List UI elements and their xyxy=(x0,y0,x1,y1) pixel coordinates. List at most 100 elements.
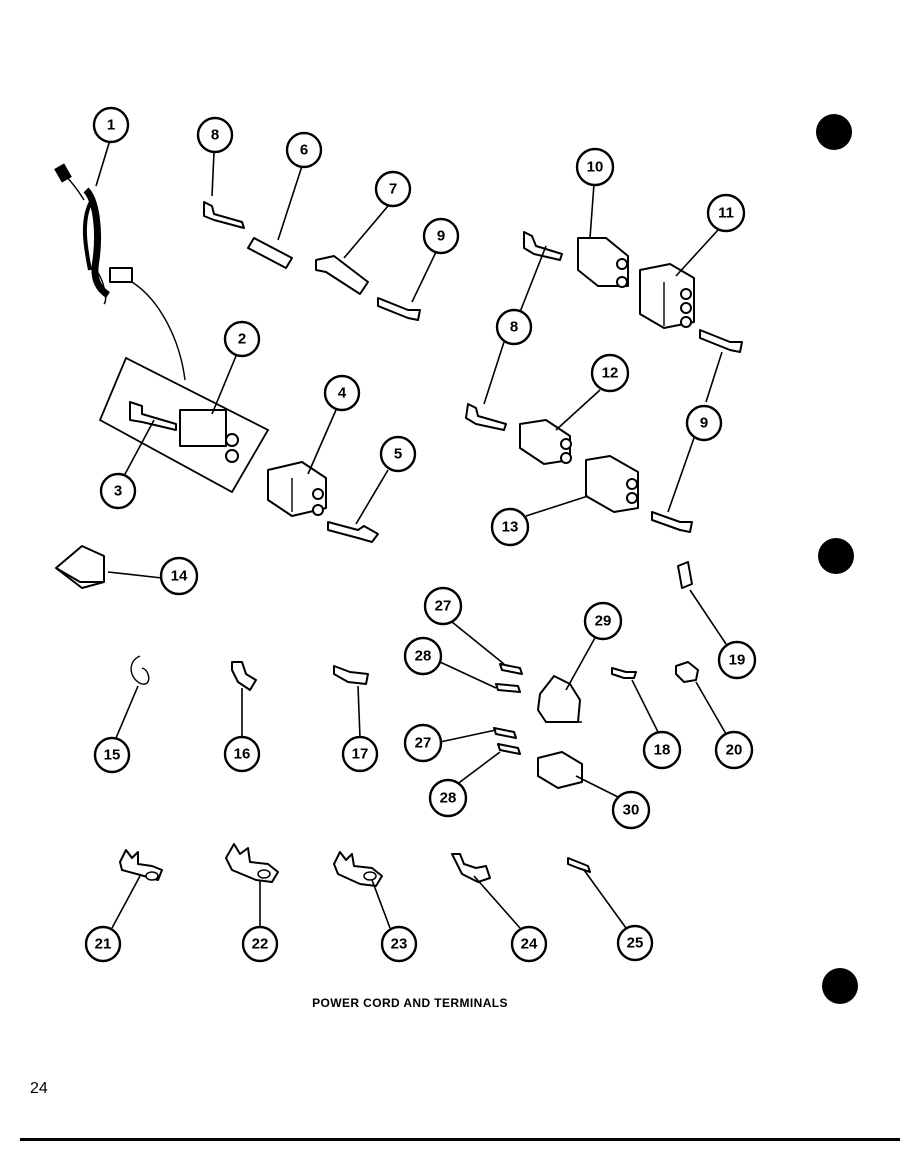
callout-part-7: 7 xyxy=(374,170,412,208)
wire-loop-part-15 xyxy=(130,655,150,685)
terminal-part-27-lower xyxy=(493,727,517,739)
callout-part-20: 20 xyxy=(714,730,754,770)
callout-part-13: 13 xyxy=(490,507,530,547)
terminal-part-25 xyxy=(567,857,591,873)
svg-text:15: 15 xyxy=(104,747,121,764)
connector-housing-part-29 xyxy=(537,675,582,723)
svg-text:12: 12 xyxy=(602,365,619,382)
connector-housing-part-30 xyxy=(537,751,583,789)
callout-part-21: 21 xyxy=(84,925,122,963)
callout-part-27-lower: 27 xyxy=(403,723,443,763)
callout-part-6: 6 xyxy=(285,131,323,169)
callout-part-14: 14 xyxy=(159,556,199,596)
svg-text:19: 19 xyxy=(729,652,746,669)
connector-housing-part-4 xyxy=(267,461,327,517)
terminal-part-5 xyxy=(327,521,379,543)
callout-part-12: 12 xyxy=(590,353,630,393)
terminal-part-28-upper xyxy=(495,683,521,693)
svg-text:25: 25 xyxy=(627,935,644,952)
svg-text:3: 3 xyxy=(114,483,122,500)
svg-text:8: 8 xyxy=(510,319,518,336)
callout-part-16: 16 xyxy=(223,735,261,773)
callout-part-24: 24 xyxy=(510,925,548,963)
callout-part-17: 17 xyxy=(341,735,379,773)
svg-text:1: 1 xyxy=(107,117,115,134)
svg-text:9: 9 xyxy=(700,415,708,432)
terminal-part-28-lower xyxy=(497,743,521,755)
connector-sleeve-part-7 xyxy=(315,255,369,295)
callout-part-2: 2 xyxy=(223,320,261,358)
power-cord-part-1 xyxy=(54,163,186,381)
callout-part-28-lower: 28 xyxy=(428,778,468,818)
svg-text:20: 20 xyxy=(726,742,743,759)
terminal-part-9-right-bottom xyxy=(651,511,693,533)
callout-part-18: 18 xyxy=(642,730,682,770)
terminal-part-16 xyxy=(231,661,257,691)
svg-text:9: 9 xyxy=(437,228,445,245)
callout-part-30: 30 xyxy=(611,790,651,830)
terminal-part-8-lower xyxy=(465,403,507,431)
callout-part-4: 4 xyxy=(323,374,361,412)
callout-part-3: 3 xyxy=(99,472,137,510)
svg-text:24: 24 xyxy=(521,936,538,953)
page-number: 24 xyxy=(30,1080,48,1097)
callout-part-11: 11 xyxy=(706,193,746,233)
svg-text:6: 6 xyxy=(300,142,308,159)
terminal-panel-parts-2-3 xyxy=(98,356,270,494)
callout-part-19: 19 xyxy=(717,640,757,680)
svg-text:10: 10 xyxy=(587,159,604,176)
binder-hole-bottom xyxy=(822,968,858,1004)
splice-sleeve-part-6 xyxy=(247,237,293,269)
leader-lines xyxy=(95,139,727,929)
connector-housing-part-11 xyxy=(639,263,695,329)
svg-text:30: 30 xyxy=(623,802,640,819)
bracket-part-14 xyxy=(55,545,105,589)
svg-text:22: 22 xyxy=(252,936,269,953)
terminal-part-18 xyxy=(611,667,637,679)
callout-part-28-upper: 28 xyxy=(403,636,443,676)
svg-text:8: 8 xyxy=(211,127,219,144)
svg-text:5: 5 xyxy=(394,446,402,463)
terminal-part-9-right-top xyxy=(699,329,743,353)
callout-part-27-upper: 27 xyxy=(423,586,463,626)
svg-text:17: 17 xyxy=(352,746,369,763)
connector-housing-part-10 xyxy=(577,237,629,288)
svg-text:16: 16 xyxy=(234,746,251,763)
svg-text:27: 27 xyxy=(415,735,432,752)
terminal-part-24 xyxy=(451,853,491,883)
terminal-part-8-right xyxy=(523,231,563,261)
terminal-part-20 xyxy=(675,661,699,683)
binder-hole-middle xyxy=(818,538,854,574)
svg-text:7: 7 xyxy=(389,181,397,198)
callout-part-9-top: 9 xyxy=(422,217,460,255)
binder-hole-top xyxy=(816,114,852,150)
callout-part-29: 29 xyxy=(583,601,623,641)
ring-terminal-part-21 xyxy=(119,849,163,881)
callout-part-25: 25 xyxy=(616,924,654,962)
svg-text:29: 29 xyxy=(595,613,612,630)
svg-text:4: 4 xyxy=(338,385,347,402)
callout-part-5: 5 xyxy=(379,435,417,473)
callout-part-10: 10 xyxy=(575,147,615,187)
svg-text:18: 18 xyxy=(654,742,671,759)
terminal-part-9-top xyxy=(377,297,421,321)
svg-text:28: 28 xyxy=(440,790,457,807)
svg-text:28: 28 xyxy=(415,648,432,665)
svg-text:2: 2 xyxy=(238,331,246,348)
ring-terminal-part-23 xyxy=(333,851,383,887)
svg-text:27: 27 xyxy=(435,598,452,615)
diagram-caption: POWER CORD AND TERMINALS xyxy=(312,996,508,1010)
callout-part-1: 1 xyxy=(92,106,130,144)
callout-part-22: 22 xyxy=(241,925,279,963)
ring-terminal-part-22 xyxy=(225,843,279,883)
callout-part-23: 23 xyxy=(380,925,418,963)
connector-housing-part-13 xyxy=(585,455,639,513)
terminal-part-8-top xyxy=(203,201,245,229)
svg-text:21: 21 xyxy=(95,936,112,953)
terminal-part-27-upper xyxy=(499,663,523,675)
svg-text:23: 23 xyxy=(391,936,408,953)
callout-part-9-right: 9 xyxy=(685,404,723,442)
svg-text:11: 11 xyxy=(718,205,734,222)
